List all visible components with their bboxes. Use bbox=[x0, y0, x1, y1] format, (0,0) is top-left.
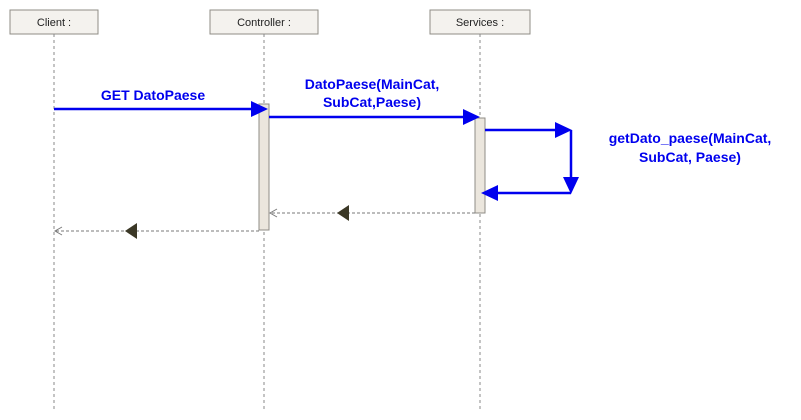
return-services-to-controller[interactable] bbox=[268, 205, 475, 221]
message-get-dato-paese[interactable]: GET DatoPaese bbox=[54, 87, 268, 117]
message-label-line1: DatoPaese(MainCat, bbox=[305, 76, 440, 92]
open-arrowhead-icon bbox=[268, 208, 278, 218]
controller-header[interactable] bbox=[209, 9, 319, 35]
message-label-line2: SubCat,Paese) bbox=[323, 94, 421, 110]
client-header[interactable] bbox=[9, 9, 99, 35]
arrowhead-icon bbox=[463, 109, 480, 125]
triangle-marker-icon bbox=[125, 223, 137, 239]
message-label-line1: getDato_paese(MainCat, bbox=[609, 130, 772, 146]
arrowhead-icon bbox=[481, 185, 498, 201]
open-arrowhead-icon bbox=[53, 226, 63, 236]
message-label: GET DatoPaese bbox=[101, 87, 205, 103]
arrowhead-icon bbox=[555, 122, 572, 138]
triangle-marker-icon bbox=[337, 205, 349, 221]
return-controller-to-client[interactable] bbox=[53, 223, 259, 239]
client-label: Client : bbox=[37, 17, 71, 29]
controller-activation[interactable] bbox=[258, 103, 270, 231]
services-activation[interactable] bbox=[474, 117, 486, 214]
arrowhead-icon bbox=[251, 101, 268, 117]
controller-label: Controller : bbox=[237, 17, 291, 29]
services-label: Services : bbox=[456, 17, 504, 29]
message-label-line2: SubCat, Paese) bbox=[639, 149, 741, 165]
lifeline-client[interactable]: Client : bbox=[9, 9, 99, 410]
message-dato-paese[interactable]: DatoPaese(MainCat, SubCat,Paese) bbox=[269, 76, 480, 125]
lifeline-services[interactable]: Services : bbox=[429, 9, 531, 410]
message-get-dato-paese-self[interactable]: getDato_paese(MainCat, SubCat, Paese) bbox=[481, 122, 771, 201]
arrowhead-icon bbox=[563, 177, 579, 194]
